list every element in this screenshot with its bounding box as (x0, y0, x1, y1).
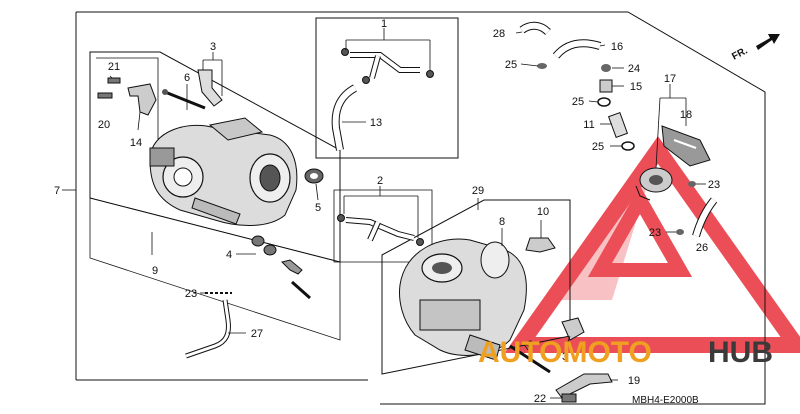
callout-15: 15 (630, 81, 642, 93)
callout-27: 27 (251, 328, 263, 340)
hose-kit-1-box (315, 17, 459, 159)
tube-27 (185, 299, 231, 359)
watermark-outer-triangle (504, 136, 800, 353)
callout-22: 22 (534, 393, 546, 405)
callout-11: 11 (583, 119, 594, 131)
bracket-10 (525, 237, 556, 253)
callout-2: 2 (377, 175, 383, 187)
callout-1: 1 (381, 18, 387, 30)
callout-9: 9 (152, 265, 158, 277)
clip-25c (621, 141, 635, 151)
callout-24: 24 (628, 63, 640, 75)
watermark-shade (560, 150, 658, 300)
callout-10: 10 (537, 206, 549, 218)
carburetor-1-box (89, 51, 341, 263)
air-screw-set-4 (251, 235, 311, 300)
callout-16: 16 (611, 41, 623, 53)
carburetor-2 (399, 238, 527, 361)
joint-15 (599, 79, 613, 93)
hose-16 (552, 39, 602, 59)
watermark-text-part-a: AUTOMOTO (478, 336, 652, 369)
callout-25-b: 25 (572, 96, 584, 108)
callout-29: 29 (472, 185, 484, 197)
callout-14: 14 (130, 137, 142, 149)
callout-21: 21 (108, 61, 120, 73)
tube-11 (607, 111, 629, 139)
carburetor-1 (149, 117, 298, 226)
o-ring-5 (304, 168, 324, 184)
watermark-logo (504, 136, 800, 353)
leader-lines (62, 28, 706, 399)
callout-3: 3 (210, 41, 216, 53)
callout-18: 18 (680, 109, 692, 121)
pipe-joint-3 (197, 69, 223, 107)
clip-25a (537, 63, 547, 69)
subassembly-box (96, 57, 159, 140)
callout-23-b: 23 (708, 179, 720, 191)
callout-6: 6 (184, 72, 190, 84)
link-arm (127, 83, 157, 116)
front-arrow-icon (756, 34, 780, 50)
joint-3b (561, 317, 585, 341)
screw-21 (107, 77, 121, 84)
callout-6-b: 6 (527, 339, 533, 351)
carburetor-2-box (381, 199, 571, 375)
callout-17: 17 (664, 73, 676, 85)
screw-6b (509, 344, 551, 374)
clip-23c (676, 229, 684, 235)
callout-23: 23 (185, 288, 197, 300)
front-direction-indicator: FR. (730, 34, 780, 63)
clip-25b (597, 97, 611, 107)
callout-25: 25 (505, 59, 517, 71)
bolt-22 (561, 393, 577, 403)
hose-28 (519, 21, 551, 36)
callout-26: 26 (696, 242, 708, 254)
callout-8: 8 (499, 216, 505, 228)
clip-24 (601, 64, 611, 72)
callout-3-b: 3 (562, 351, 568, 363)
callout-25-c: 25 (592, 141, 604, 153)
fuel-pipe-2 (337, 214, 424, 246)
callout-5: 5 (315, 202, 321, 214)
callout-4: 4 (226, 249, 232, 261)
fuel-tube-13 (331, 84, 358, 151)
callout-19: 19 (628, 375, 640, 387)
screw-20 (97, 92, 113, 99)
watermark-text-part-b: HUB (708, 336, 773, 369)
callout-28: 28 (493, 28, 505, 40)
outer-frame (76, 11, 766, 405)
diagram-code: MBH4-E2000B (632, 395, 699, 406)
callout-labels: 1 2 3 3 4 5 6 6 7 8 9 10 11 13 14 15 16 … (54, 18, 720, 405)
fuel-pipe-1 (341, 48, 434, 84)
gasket-18 (661, 125, 711, 167)
watermark-inner-triangle (587, 185, 693, 277)
throttle-stop-screw (162, 89, 206, 110)
clip-23b (688, 181, 696, 187)
callout-7: 7 (54, 185, 60, 197)
callout-13: 13 (370, 117, 382, 129)
callout-23-c: 23 (649, 227, 661, 239)
front-label: FR. (730, 45, 750, 62)
hose-26 (692, 197, 718, 238)
watermark-text: AUTOMOTO HUB (478, 336, 773, 369)
callout-20: 20 (98, 119, 110, 131)
